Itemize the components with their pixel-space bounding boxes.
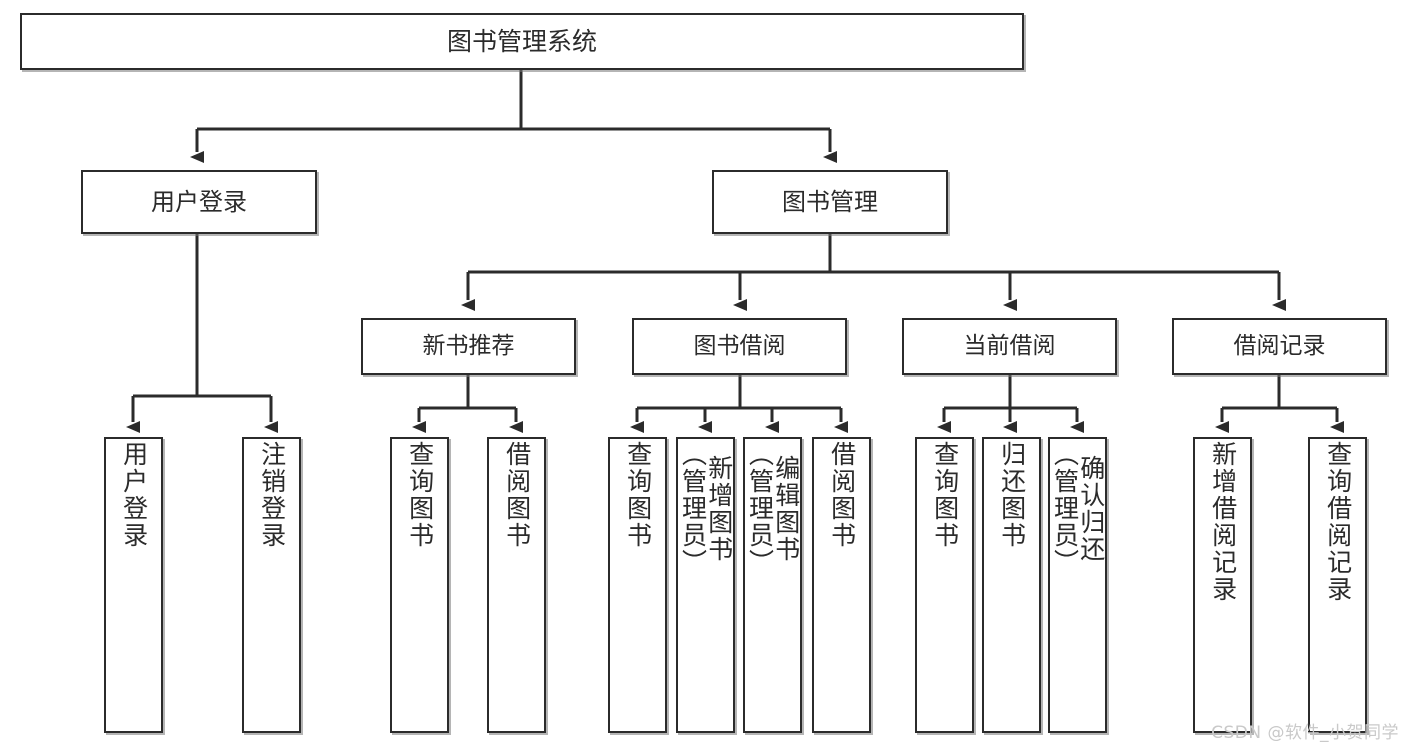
node-label: 注销登录 bbox=[257, 441, 287, 549]
leaf-query-book-borrow[interactable]: 查询图书 bbox=[608, 437, 667, 733]
node-label: 确认归还 （管理员） bbox=[1050, 441, 1106, 576]
node-label: 借阅记录 bbox=[1233, 332, 1326, 359]
node-label: 查询借阅记录 bbox=[1323, 441, 1353, 603]
node-label: 查询图书 bbox=[405, 441, 435, 549]
node-label: 当前借阅 bbox=[963, 332, 1056, 359]
edges-user-login-to-leaves bbox=[126, 234, 278, 433]
leaf-borrow-book[interactable]: 借阅图书 bbox=[812, 437, 871, 733]
node-label: 图书管理系统 bbox=[446, 26, 597, 56]
leaf-confirm-return-admin[interactable]: 确认归还 （管理员） bbox=[1048, 437, 1107, 733]
node-label: 归还图书 bbox=[997, 441, 1027, 549]
node-label: 用户登录 bbox=[151, 187, 247, 216]
leaf-return-book[interactable]: 归还图书 bbox=[982, 437, 1041, 733]
node-label: 图书借阅 bbox=[693, 332, 786, 359]
leaf-add-book-admin[interactable]: 新增图书 （管理员） bbox=[676, 437, 735, 733]
node-label: 借阅图书 bbox=[502, 441, 532, 549]
watermark: CSDN @软件_小贺同学 bbox=[1211, 723, 1399, 743]
node-label: 新增借阅记录 bbox=[1208, 441, 1238, 603]
node-current-borrow[interactable]: 当前借阅 bbox=[902, 318, 1117, 375]
node-label: 编辑图书 （管理员） bbox=[745, 441, 801, 576]
node-label: 查询图书 bbox=[623, 441, 653, 549]
node-book-management[interactable]: 图书管理 bbox=[712, 170, 948, 234]
edges-current-borrow-to-leaves bbox=[937, 375, 1084, 433]
edges-new-book-to-leaves bbox=[412, 375, 523, 433]
leaf-query-book-recommend[interactable]: 查询图书 bbox=[390, 437, 449, 733]
leaf-edit-book-admin[interactable]: 编辑图书 （管理员） bbox=[743, 437, 802, 733]
node-label: 新书推荐 bbox=[422, 332, 515, 359]
node-label: 借阅图书 bbox=[827, 441, 857, 549]
node-label: 用户登录 bbox=[119, 441, 149, 549]
edges-level2-to-level3 bbox=[461, 234, 1286, 311]
node-new-book-recommend[interactable]: 新书推荐 bbox=[361, 318, 576, 375]
node-book-borrow[interactable]: 图书借阅 bbox=[632, 318, 847, 375]
node-root-book-management-system[interactable]: 图书管理系统 bbox=[20, 13, 1024, 70]
leaf-user-login[interactable]: 用户登录 bbox=[104, 437, 163, 733]
node-user-login[interactable]: 用户登录 bbox=[81, 170, 317, 234]
edges-book-borrow-to-leaves bbox=[630, 375, 848, 433]
edges-borrow-record-to-leaves bbox=[1215, 375, 1344, 433]
node-label: 查询图书 bbox=[930, 441, 960, 549]
node-borrow-record[interactable]: 借阅记录 bbox=[1172, 318, 1387, 375]
leaf-add-borrow-record[interactable]: 新增借阅记录 bbox=[1193, 437, 1252, 733]
node-label: 图书管理 bbox=[782, 187, 878, 216]
leaf-borrow-book-recommend[interactable]: 借阅图书 bbox=[487, 437, 546, 733]
node-label: 新增图书 （管理员） bbox=[678, 441, 734, 576]
leaf-query-book-current[interactable]: 查询图书 bbox=[915, 437, 974, 733]
leaf-logout-login[interactable]: 注销登录 bbox=[242, 437, 301, 733]
edges-root-to-level2 bbox=[190, 70, 837, 163]
leaf-query-borrow-record[interactable]: 查询借阅记录 bbox=[1308, 437, 1367, 733]
